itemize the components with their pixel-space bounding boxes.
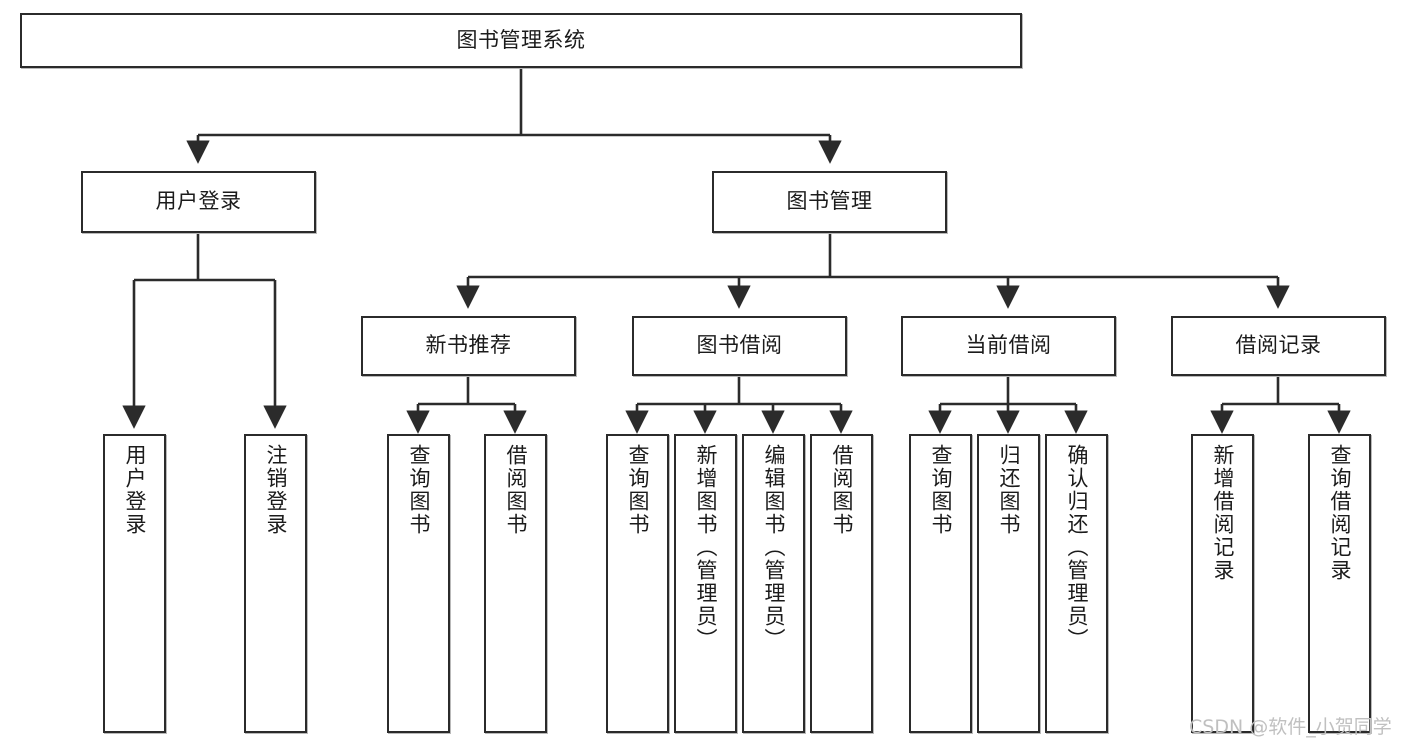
node-leaf-return-book[interactable]: 归还图书 xyxy=(977,434,1040,733)
node-label: 当前借阅 xyxy=(965,333,1052,358)
node-label: 查询借阅记录 xyxy=(1328,444,1352,582)
node-leaf-edit-book[interactable]: 编辑图书（管理员） xyxy=(742,434,805,733)
node-leaf-add-book[interactable]: 新增图书（管理员） xyxy=(674,434,737,733)
node-leaf-borrow-book-2[interactable]: 借阅图书 xyxy=(810,434,873,733)
node-leaf-query-record[interactable]: 查询借阅记录 xyxy=(1308,434,1371,733)
node-book-borrow[interactable]: 图书借阅 xyxy=(632,316,847,376)
node-leaf-query-book-2[interactable]: 查询图书 xyxy=(606,434,669,733)
node-leaf-user-logout[interactable]: 注销登录 xyxy=(244,434,307,733)
node-leaf-borrow-book-1[interactable]: 借阅图书 xyxy=(484,434,547,733)
node-label: 新增借阅记录 xyxy=(1211,444,1235,582)
node-leaf-user-login[interactable]: 用户登录 xyxy=(103,434,166,733)
node-current-borrow[interactable]: 当前借阅 xyxy=(901,316,1116,376)
node-label: 图书管理 xyxy=(786,189,873,214)
node-label: 查询图书 xyxy=(626,444,650,536)
node-user-login[interactable]: 用户登录 xyxy=(81,171,316,233)
node-leaf-query-book-3[interactable]: 查询图书 xyxy=(909,434,972,733)
node-leaf-confirm-return[interactable]: 确认归还（管理员） xyxy=(1045,434,1108,733)
node-label: 借阅图书 xyxy=(830,444,854,536)
node-label: 借阅图书 xyxy=(504,444,528,536)
node-label: 新书推荐 xyxy=(425,333,512,358)
node-label: 归还图书 xyxy=(997,444,1021,536)
node-book-manage[interactable]: 图书管理 xyxy=(712,171,947,233)
watermark-text: CSDN @软件_小贺同学 xyxy=(1189,716,1392,738)
node-label: 查询图书 xyxy=(929,444,953,536)
node-root-system[interactable]: 图书管理系统 xyxy=(20,13,1022,68)
node-label: 图书管理系统 xyxy=(456,27,586,52)
node-borrow-record[interactable]: 借阅记录 xyxy=(1171,316,1386,376)
node-label: 编辑图书（管理员） xyxy=(762,444,786,651)
node-label: 借阅记录 xyxy=(1235,333,1322,358)
node-label: 用户登录 xyxy=(155,189,242,214)
node-label: 查询图书 xyxy=(407,444,431,536)
node-label: 确认归还（管理员） xyxy=(1065,444,1089,651)
node-leaf-add-record[interactable]: 新增借阅记录 xyxy=(1191,434,1254,733)
node-label: 新增图书（管理员） xyxy=(694,444,718,651)
node-label: 图书借阅 xyxy=(696,333,783,358)
node-label: 用户登录 xyxy=(123,444,147,536)
node-new-book-recommend[interactable]: 新书推荐 xyxy=(361,316,576,376)
node-leaf-query-book-1[interactable]: 查询图书 xyxy=(387,434,450,733)
node-label: 注销登录 xyxy=(264,444,288,536)
